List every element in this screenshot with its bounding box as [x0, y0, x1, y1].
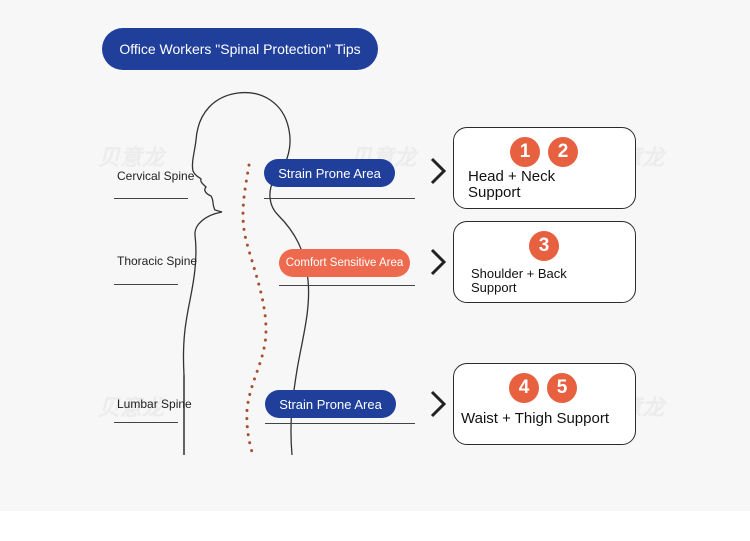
spine-dots	[241, 163, 268, 454]
lumbar-spine-label: Lumbar Spine	[117, 397, 192, 411]
chevron-right-icon	[430, 248, 447, 276]
strain-prone-area-pill: Strain Prone Area	[264, 159, 395, 187]
spine-dotted-line	[241, 163, 268, 454]
badge-number: 4	[509, 373, 539, 403]
page-title: Office Workers "Spinal Protection" Tips	[102, 28, 378, 70]
underline	[114, 422, 178, 423]
watermark: 贝意龙	[98, 395, 165, 421]
comfort-sensitive-area-pill: Comfort Sensitive Area	[279, 249, 410, 277]
badge-number: 3	[529, 231, 559, 261]
support-label: Waist + Thigh Support	[461, 410, 609, 427]
badge-number: 1	[510, 137, 540, 167]
chevron-right-icon	[430, 157, 447, 185]
strain-prone-area-pill: Strain Prone Area	[265, 390, 396, 418]
underline	[279, 285, 415, 286]
badge-number: 5	[547, 373, 577, 403]
diagram-canvas: 贝意龙 贝意龙 贝意龙 贝意龙 贝意龙 Office Workers "Spin…	[98, 28, 665, 456]
badge-number: 2	[548, 137, 578, 167]
underline	[265, 423, 415, 424]
chevron-right-icon	[430, 390, 447, 418]
watermark: 贝意龙	[98, 145, 165, 171]
support-box-shoulder-back: 3 Shoulder + Back Support	[453, 221, 636, 303]
underline	[114, 284, 178, 285]
cervical-spine-label: Cervical Spine	[117, 169, 195, 183]
support-label: Shoulder + Back Support	[471, 266, 567, 295]
support-box-waist-thigh: 4 5 Waist + Thigh Support	[453, 363, 636, 445]
underline	[114, 198, 188, 199]
support-box-head-neck: 1 2 Head + Neck Support	[453, 127, 636, 209]
underline	[264, 198, 415, 199]
thoracic-spine-label: Thoracic Spine	[117, 254, 198, 268]
support-label: Head + Neck Support	[468, 168, 556, 201]
